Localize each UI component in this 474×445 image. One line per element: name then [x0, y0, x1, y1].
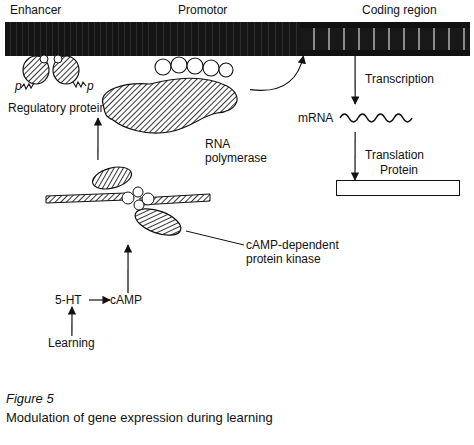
edge-label: Translation: [365, 148, 424, 162]
learning-label: Learning: [48, 336, 100, 350]
arrow-connector: [89, 299, 110, 300]
edge-label: Transcription: [365, 72, 434, 86]
dna-enhancer-band: Enhancer: [5, 22, 150, 56]
arrow-connector: [250, 56, 303, 90]
arrow-connector: [354, 132, 355, 180]
node-label: Protein: [337, 163, 461, 177]
node-label: mRNA: [298, 111, 343, 125]
node-shape: [95, 56, 250, 136]
camp-label: cAMP: [110, 293, 146, 307]
leader-line: [186, 231, 244, 245]
figure-number: Figure 5: [6, 392, 54, 406]
node-shape: [40, 160, 215, 245]
node-label: RNA polymerase: [205, 137, 275, 165]
node-label: Coding region: [362, 3, 472, 17]
node-label: Enhancer: [10, 3, 130, 17]
arrow-connector: [127, 245, 128, 293]
node-label: cAMP-dependent protein kinase: [246, 238, 351, 266]
protein-kinase: cAMP-dependent protein kinase: [40, 160, 215, 245]
dna-coding-band: Coding region: [300, 22, 470, 56]
phosphate-label: p: [15, 79, 22, 93]
figure-caption: Modulation of gene expression during lea…: [6, 411, 273, 425]
node-label: cAMP: [110, 293, 150, 307]
mrna-strand: mRNA: [296, 104, 412, 132]
phosphate-zigzag: [73, 82, 86, 87]
arrow-connector: [354, 56, 355, 104]
arrow-connector: [71, 307, 72, 336]
node-label: Promotor: [178, 3, 298, 17]
phosphate-label: p: [87, 79, 94, 93]
protein-bar: Protein: [336, 180, 460, 196]
node-label: 5-HT: [55, 293, 95, 307]
node-label: Learning: [48, 336, 108, 350]
serotonin-label: 5-HT: [55, 293, 89, 307]
rna-polymerase: RNA polymerase: [95, 56, 250, 136]
dna-promotor-band: Promotor: [150, 22, 300, 56]
arrow-connector: [97, 118, 98, 160]
